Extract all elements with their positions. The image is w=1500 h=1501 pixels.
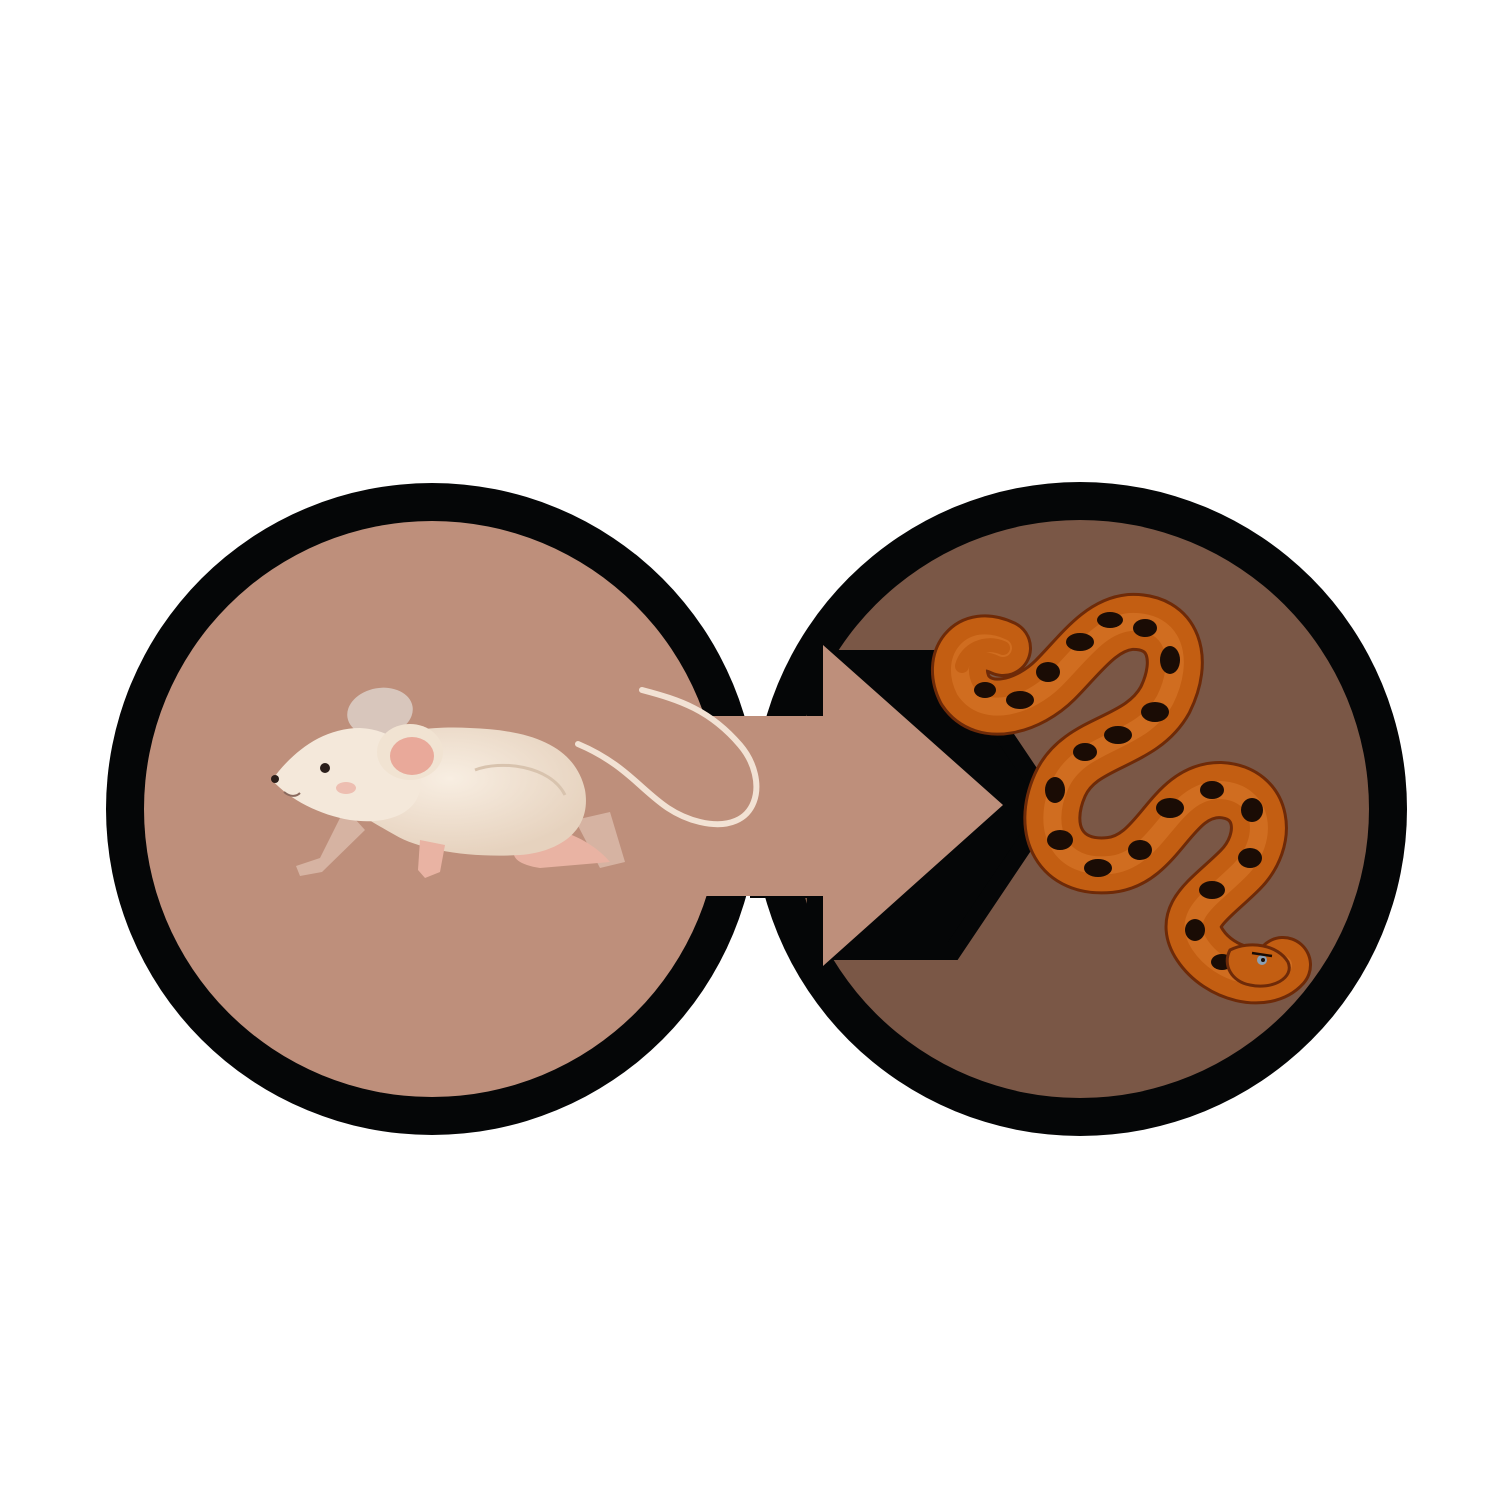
snake-icon [931, 593, 1312, 1005]
mouse-icon [271, 687, 760, 878]
arrow-fill [700, 645, 1003, 966]
